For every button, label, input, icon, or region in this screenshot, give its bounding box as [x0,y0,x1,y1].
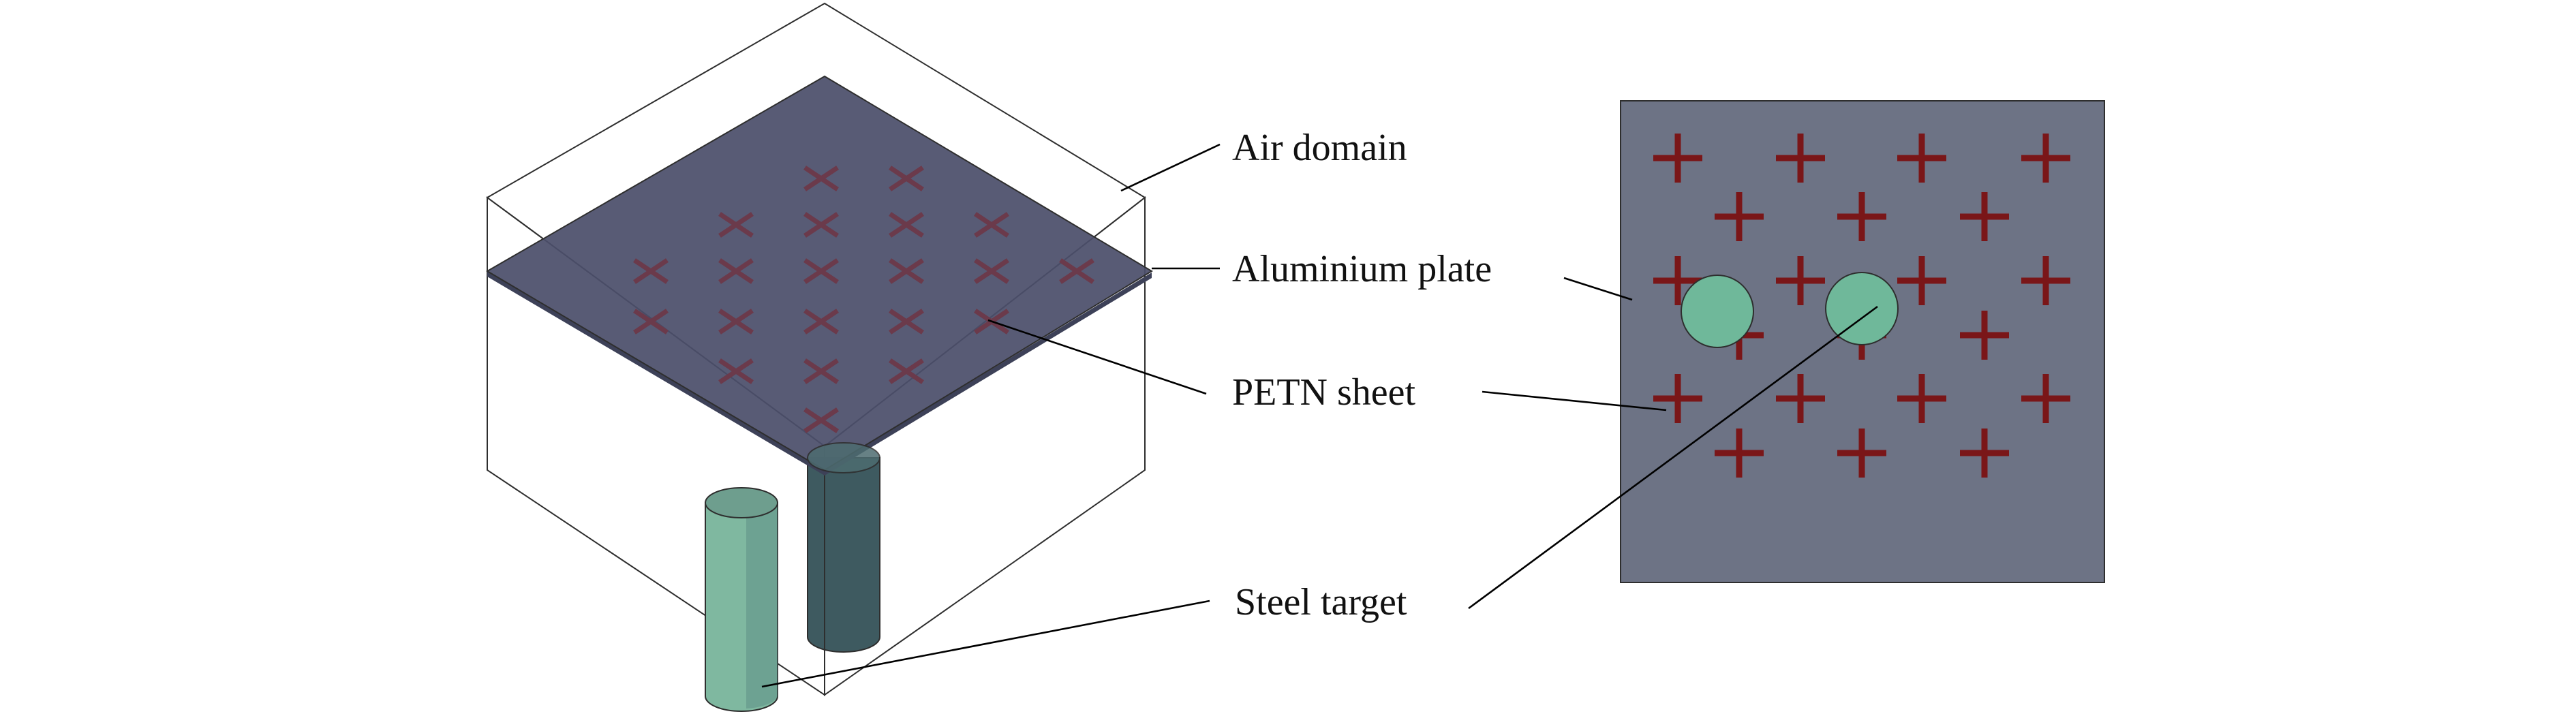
petn-plus-cross [1776,256,1825,305]
plan-steel-target-left [1681,275,1754,348]
aluminium-plate [486,75,1153,476]
petn-plus-cross [1897,134,1946,183]
petn-x-mark [803,166,839,191]
petn-x-mark [633,309,669,334]
label-steel-target: Steel target [1235,581,1407,623]
petn-plus-cross [1715,429,1764,478]
petn-plus-cross [1837,429,1886,478]
steel-target-cylinder-back [807,457,880,653]
petn-plus-cross [1960,192,2009,241]
cylinder-back-top [807,442,880,473]
petn-x-mark [718,358,754,384]
petn-x-mark [889,358,924,384]
leader-aluminium-plate-plan [1563,277,1633,301]
petn-x-mark [889,212,924,238]
petn-plus-cross [1837,192,1886,241]
leader-air-domain [1120,143,1221,192]
leader-petn-sheet [987,319,1207,395]
cylinder-front-top [705,487,778,518]
leader-steel-target [761,600,1210,688]
labels: Air domain Aluminium plate PETN sheet St… [1232,127,1492,623]
petn-x-mark [803,309,839,334]
petn-x-mark [718,212,754,238]
petn-plus-cross [1897,374,1946,423]
leader-petn-sheet-plan [1482,390,1667,411]
leader-steel-target-plan [1468,305,1878,610]
isometric-view [486,2,1153,712]
label-petn-sheet: PETN sheet [1232,371,1416,414]
petn-x-mark [889,309,924,334]
petn-x-mark [1059,258,1094,284]
plan-view [1620,100,2105,583]
petn-plus-cross [2021,134,2070,183]
petn-plus-cross [1715,192,1764,241]
petn-x-mark [803,212,839,238]
petn-plus-cross [1897,256,1946,305]
petn-plus-cross [2021,374,2070,423]
petn-plus-cross [1960,311,2009,360]
petn-x-mark [718,309,754,334]
petn-plus-cross [1776,374,1825,423]
petn-x-mark [889,166,924,191]
leader-lines [761,143,1878,688]
petn-plus-cross [2021,256,2070,305]
petn-plus-cross [1960,429,2009,478]
petn-x-mark [974,258,1009,284]
petn-x-mark [889,258,924,284]
petn-plus-cross [1653,256,1702,305]
petn-plus-cross [1776,134,1825,183]
petn-x-mark [803,407,839,433]
petn-x-mark [633,258,669,284]
plan-steel-target-right [1825,272,1899,345]
petn-x-mark [803,358,839,384]
petn-x-mark [974,212,1009,238]
petn-x-mark [718,258,754,284]
steel-target-cylinder-front [705,487,778,712]
petn-x-marks [633,166,1094,433]
cylinder-front-shade [746,503,778,709]
petn-plus-cross [1653,374,1702,423]
petn-x-mark [803,258,839,284]
label-aluminium-plate: Aluminium plate [1232,248,1492,290]
petn-plus-cross [1653,134,1702,183]
cylinder-back-body [807,457,880,653]
label-air-domain: Air domain [1232,127,1407,169]
